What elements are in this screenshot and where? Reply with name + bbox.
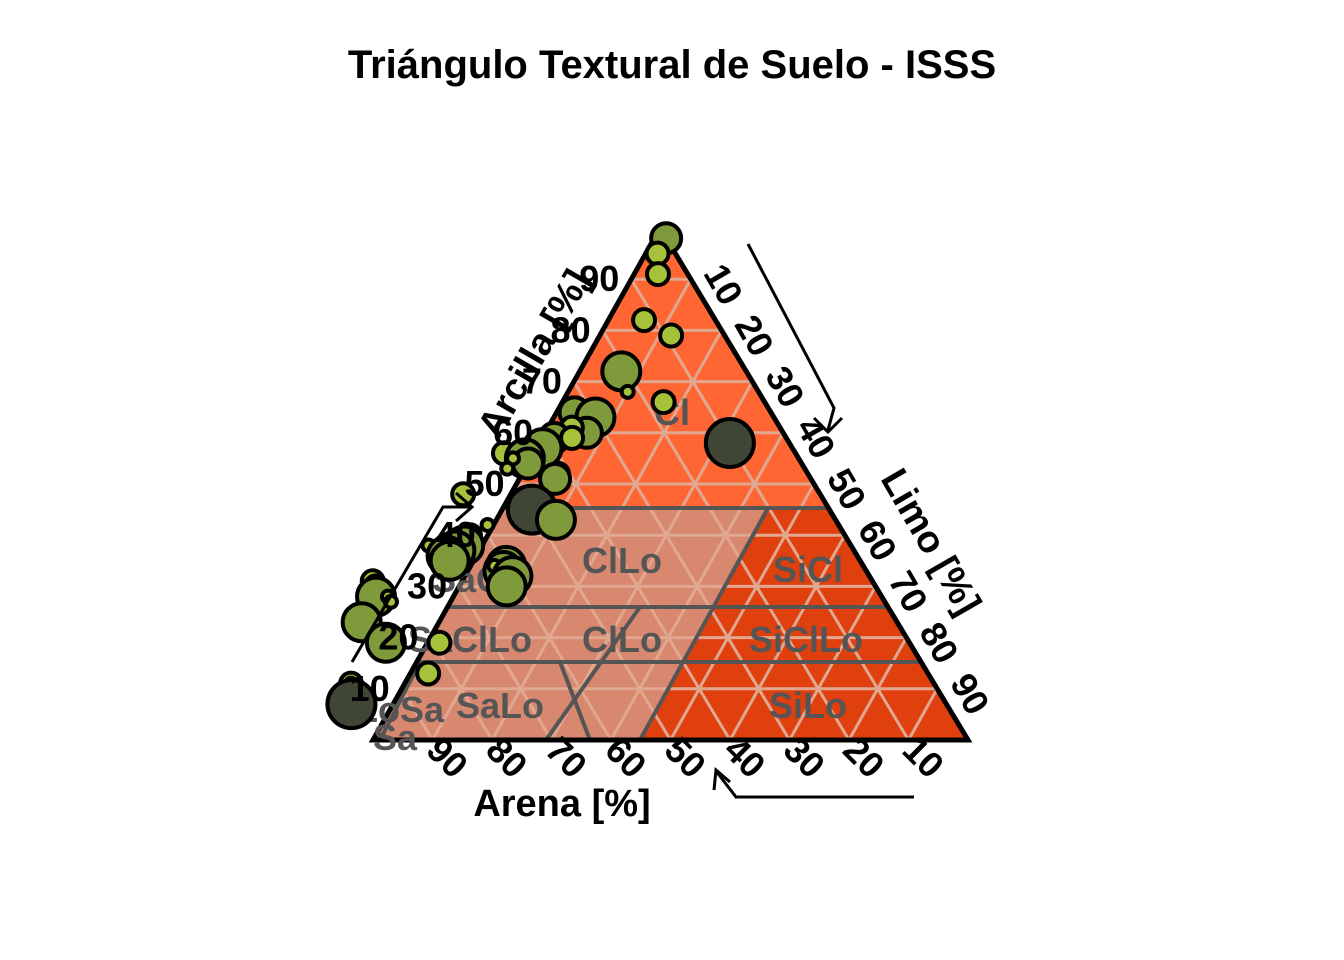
sample-point: [703, 417, 756, 470]
silt-axis-arrow: [746, 243, 836, 431]
sample-point: [364, 621, 407, 664]
class-label-ClLo: ClLo: [582, 619, 662, 660]
clay-axis-arrowhead: [455, 491, 475, 523]
axis-arrows: [350, 243, 914, 799]
sample-point: [600, 350, 643, 393]
clay-tick-label: 40: [436, 514, 476, 555]
class-border: [558, 661, 592, 740]
clay-tick-label: 10: [350, 668, 390, 709]
sample-point: [644, 261, 671, 288]
sample-point: [658, 322, 685, 349]
sample-points: [325, 221, 756, 731]
clay-axis-arrow: [350, 505, 470, 663]
class-border: [544, 605, 642, 740]
class-label-SaClLo: SaClLo: [408, 619, 532, 660]
clay-tick-label: 80: [551, 309, 591, 350]
sand-axis-label: Arena [%]: [473, 783, 650, 825]
chart-title: Triángulo Textural de Suelo - ISSS: [348, 43, 996, 87]
sample-point: [479, 516, 496, 533]
sample-point: [450, 481, 477, 508]
class-label-Sa: Sa: [373, 717, 418, 758]
class-label-SiCl: SiCl: [773, 549, 843, 590]
clay-tick-label: 90: [579, 258, 619, 299]
class-label-SiLo: SiLo: [769, 685, 847, 726]
grid-line-sand: [400, 688, 434, 740]
sand-axis-arrowhead: [712, 766, 731, 791]
class-label-SiClLo: SiClLo: [749, 619, 863, 660]
clay-tick-label: 20: [378, 617, 418, 658]
sample-point: [538, 461, 573, 496]
sample-point: [485, 565, 528, 608]
sample-point: [426, 629, 453, 656]
sample-point: [619, 383, 636, 400]
sample-point: [499, 460, 516, 477]
grid-line-silt: [669, 483, 816, 740]
clay-tick-label: 60: [493, 412, 533, 453]
class-border: [378, 661, 422, 740]
clay-tick-label: 30: [407, 565, 447, 606]
sample-point: [534, 498, 577, 541]
sample-point: [415, 660, 442, 687]
class-label-SaLo: SaLo: [456, 685, 544, 726]
grid-line-silt: [728, 534, 847, 740]
grid-line-silt: [847, 636, 908, 740]
sample-point: [325, 678, 378, 731]
sample-point: [631, 307, 658, 334]
triangle-outline: [368, 223, 973, 743]
class-border: [638, 507, 770, 740]
grid-line-silt: [907, 688, 939, 740]
silt-axis-arrowhead: [812, 416, 844, 435]
sample-point: [559, 424, 586, 451]
sample-point: [428, 539, 471, 582]
class-label-ClLo: ClLo: [582, 540, 662, 581]
sand-axis-arrow: [714, 770, 914, 799]
clay-tick-label: 50: [464, 463, 504, 504]
grid-line-sand: [572, 380, 791, 740]
sample-point: [650, 389, 677, 416]
clay-tick-label: 70: [522, 361, 562, 402]
